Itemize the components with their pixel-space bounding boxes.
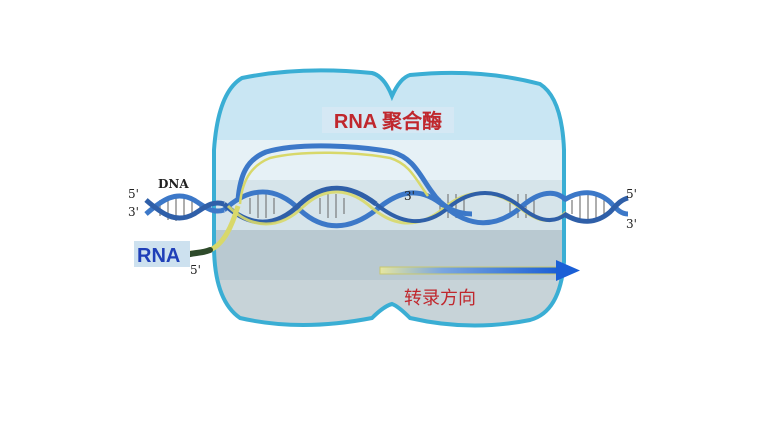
direction-arrow bbox=[379, 260, 580, 281]
left-top-end-label: 5' bbox=[128, 187, 139, 201]
enzyme-band-light bbox=[214, 140, 564, 180]
direction-arrowhead-icon bbox=[556, 260, 580, 281]
rna-label-bg bbox=[134, 241, 190, 267]
right-top-end-label: 5' bbox=[626, 187, 637, 201]
direction-label: 转录方向 bbox=[404, 288, 476, 309]
left-bottom-end-label: 3' bbox=[128, 205, 139, 219]
polymerase-label: RNA 聚合酶 bbox=[334, 109, 442, 133]
dna-helix-left bbox=[144, 193, 225, 221]
rna-label: RNA bbox=[137, 245, 180, 267]
enzyme-band-lower bbox=[214, 280, 564, 326]
dna-helix-inside bbox=[222, 185, 568, 229]
rna-end-label: 5' bbox=[190, 263, 201, 277]
polymerase-label-bg bbox=[322, 107, 454, 133]
inner-end-label: 3' bbox=[404, 189, 415, 203]
enzyme-outline bbox=[212, 68, 566, 328]
dna-label: DNA bbox=[158, 177, 189, 191]
unwound-strand-loop bbox=[235, 143, 473, 217]
right-bottom-end-label: 3' bbox=[626, 217, 637, 231]
dna-helix-right bbox=[562, 190, 629, 224]
direction-arrow-shaft bbox=[379, 266, 559, 275]
